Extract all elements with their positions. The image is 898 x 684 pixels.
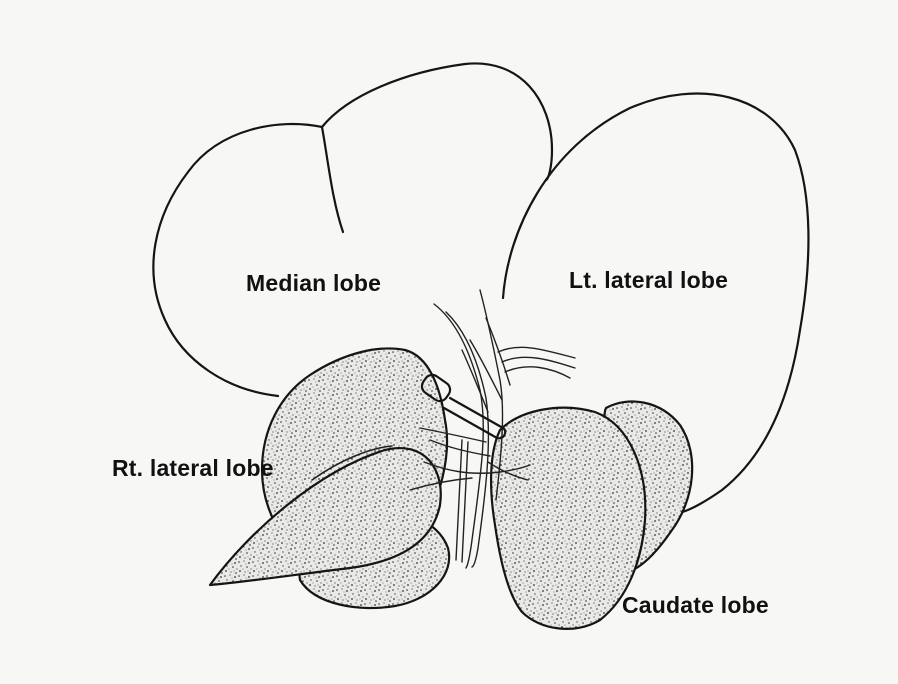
right-lateral-lobe-label: Rt. lateral lobe bbox=[112, 455, 274, 482]
median-lobe-fissure bbox=[322, 127, 343, 232]
left-lateral-lobe-label: Lt. lateral lobe bbox=[569, 267, 728, 294]
cannula-shaft-top bbox=[450, 398, 503, 428]
median-lobe-label: Median lobe bbox=[246, 270, 381, 297]
median-lobe-outline bbox=[153, 63, 552, 396]
caudate-lobe-label: Caudate lobe bbox=[622, 592, 769, 619]
cannula-shaft-bottom bbox=[444, 408, 497, 438]
